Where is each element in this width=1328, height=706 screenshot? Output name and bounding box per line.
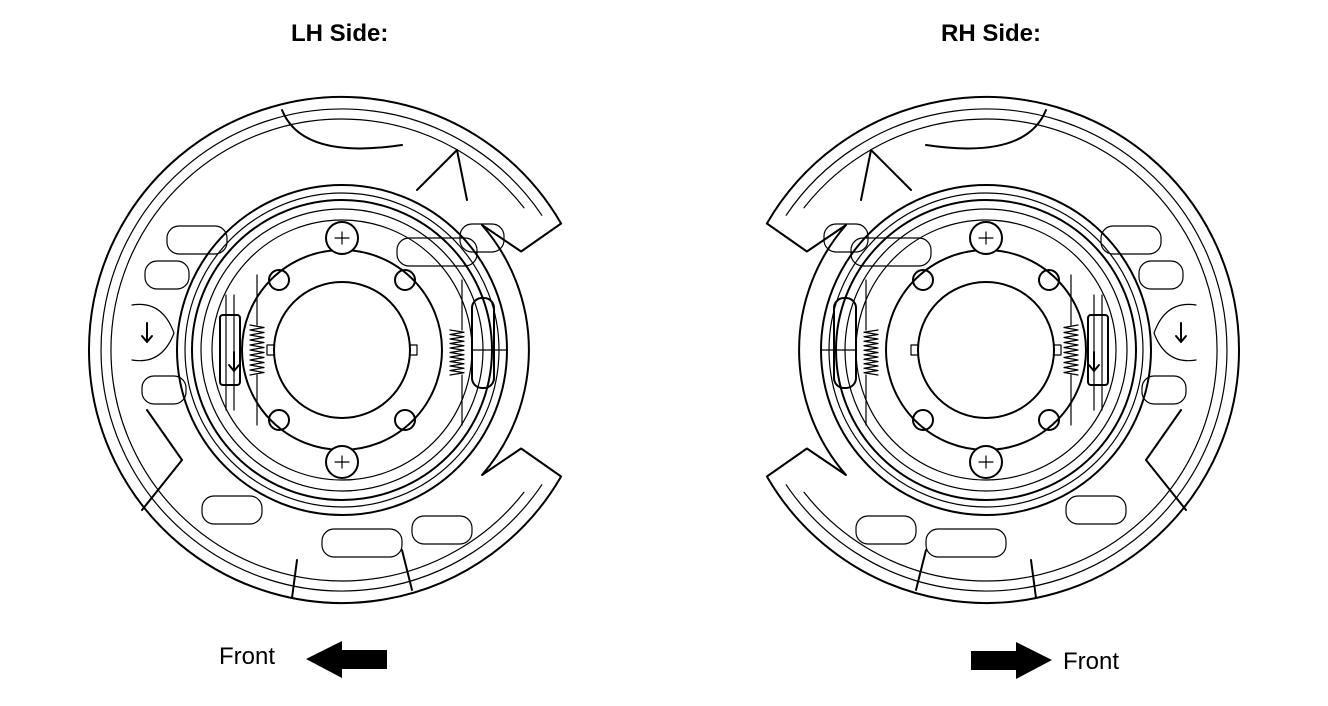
lh-brake-backing-plate-drawing [87,96,563,604]
lh-side-title: LH Side: [291,20,389,47]
lh-front-label: Front [219,643,276,670]
rh-side-title: RH Side: [941,20,1042,47]
lh-front-arrow-left-icon [306,641,387,678]
rh-brake-backing-plate-drawing [765,96,1241,604]
rh-front-arrow-right-icon [971,642,1052,679]
rh-front-label: Front [1063,648,1120,675]
